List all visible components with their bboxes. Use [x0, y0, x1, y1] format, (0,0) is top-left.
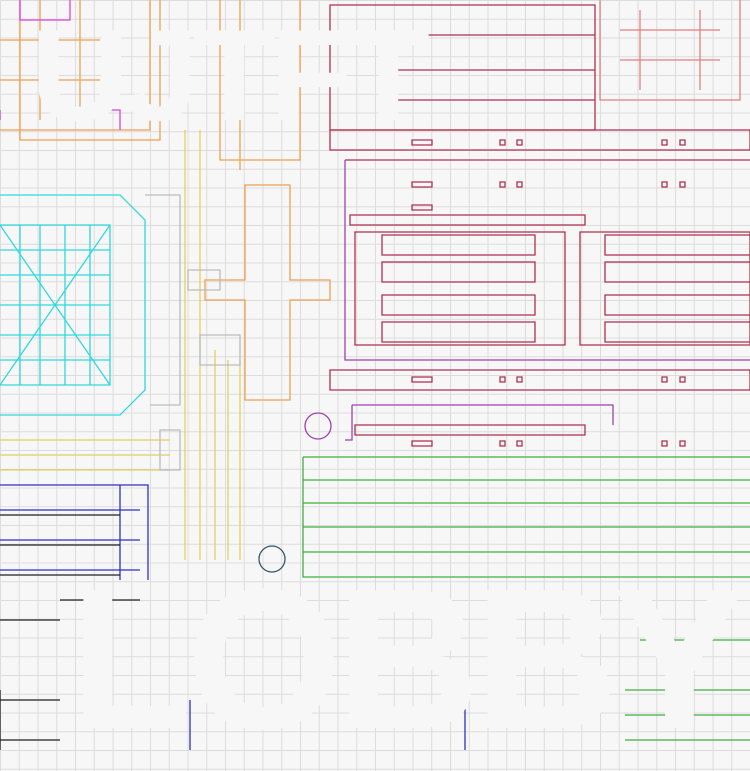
green-panels	[302, 456, 750, 741]
overlay-text-bottom: LOBBY	[70, 548, 746, 771]
crimson-panels	[329, 4, 750, 447]
teal-circle	[258, 545, 286, 573]
overlay-text-top: UJTFT	[30, 2, 430, 148]
gray-connectors	[145, 194, 241, 471]
magenta-lattice	[0, 0, 121, 130]
cyan-octagon	[0, 194, 146, 416]
orange-lattice	[0, 0, 331, 401]
navy-panels	[0, 484, 466, 750]
laser-cut-pattern	[0, 0, 750, 750]
pink-lattice	[599, 0, 741, 101]
purple-outline	[304, 160, 750, 441]
black-lines	[0, 514, 140, 750]
